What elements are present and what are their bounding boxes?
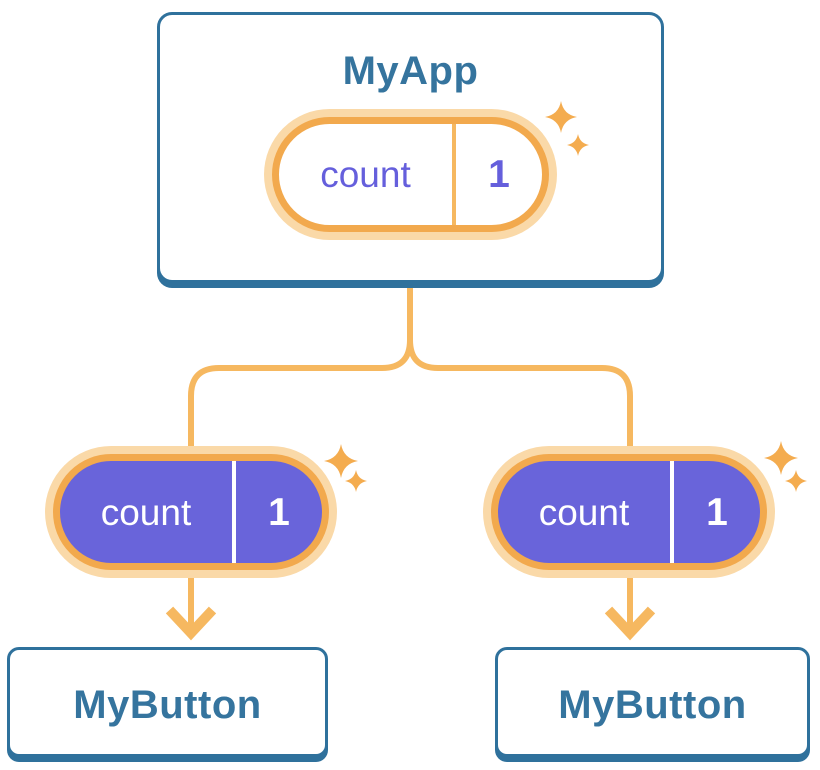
prop-pill-label: count [538,491,630,533]
state-pill-label: count [320,154,411,195]
prop-pill-divider [232,461,236,563]
branch-line-left [188,284,413,458]
branch-line-right [407,284,633,458]
state-pill-divider [452,124,456,225]
prop-pill-label: count [100,491,192,533]
prop-pill-right: count 1 [483,446,775,578]
arrow-down-right-icon [604,578,656,641]
component-title: MyApp [342,49,479,93]
prop-pill-value: 1 [706,490,728,534]
prop-pill-divider [670,461,674,563]
prop-pill-left: count 1 [45,446,337,578]
state-pill-myapp: count 1 [264,109,557,240]
prop-pill-value: 1 [268,490,290,534]
component-card-mybutton-left: MyButton [7,647,328,757]
component-card-mybutton-right: MyButton [495,647,810,757]
component-card-myapp: MyApp count 1 [157,12,664,283]
state-pill-value: 1 [488,153,510,196]
component-title: MyButton [558,683,747,727]
sparkles-icon [764,441,807,492]
component-title: MyButton [73,683,262,727]
arrow-down-left-icon [165,578,217,641]
